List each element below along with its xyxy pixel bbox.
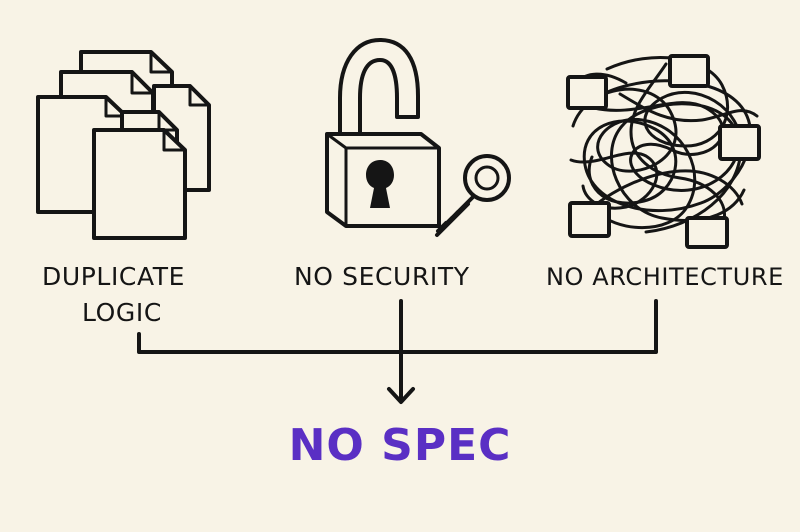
no-spec-label: NO SPEC <box>289 420 512 471</box>
duplicate-logic-label-line1: DUPLICATE <box>42 262 185 291</box>
down-arrow-icon <box>387 387 415 404</box>
documents-icon <box>36 50 211 240</box>
duplicate-logic-label-line2: LOGIC <box>82 298 162 327</box>
no-security-label: NO SECURITY <box>294 262 470 291</box>
connector-bracket <box>137 299 658 354</box>
key-icon <box>435 154 511 237</box>
tangled-network-icon <box>566 54 761 249</box>
no-architecture-label: NO ARCHITECTURE <box>546 263 784 291</box>
open-lock-icon <box>325 38 441 228</box>
